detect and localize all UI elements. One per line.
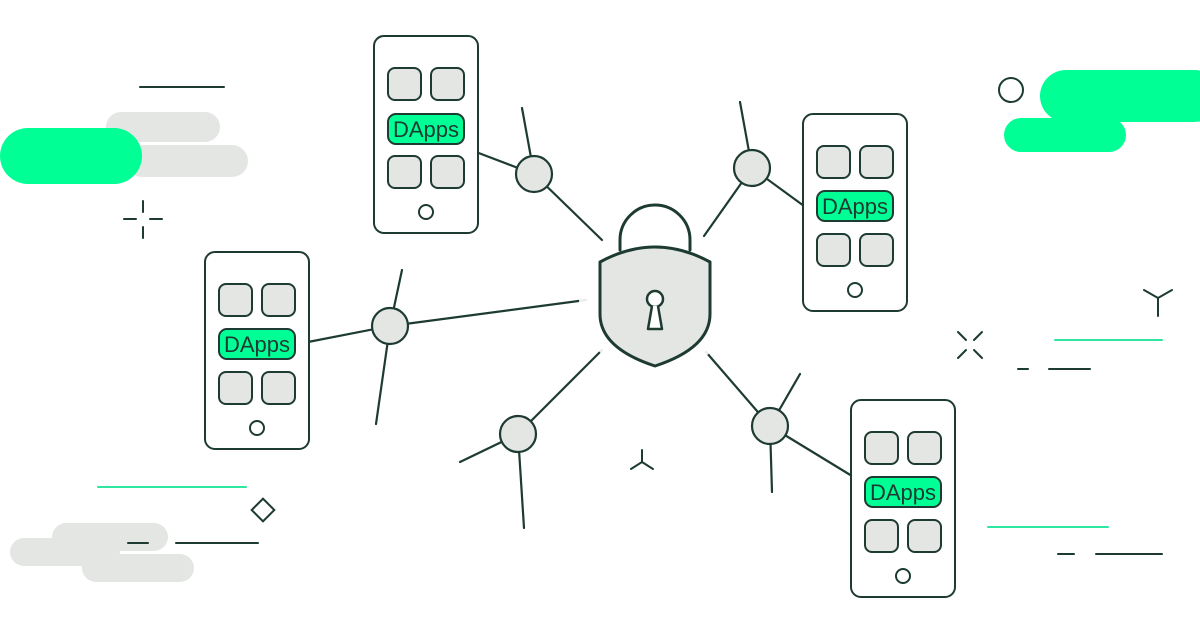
home-button-icon <box>249 420 265 436</box>
cloud-bottom-left <box>10 523 194 582</box>
dapps-badge <box>218 328 296 360</box>
x-mark-icon <box>957 331 983 359</box>
phone-top-left: DApps <box>373 35 479 234</box>
dapps-badge <box>864 476 942 508</box>
phone-bottom-right: DApps <box>850 399 956 598</box>
network-nodes <box>370 148 790 454</box>
app-tile <box>218 371 253 405</box>
app-tile <box>430 155 465 189</box>
app-tile <box>430 67 465 101</box>
network-node-icon <box>514 154 554 194</box>
network-node-icon <box>750 406 790 446</box>
keyhole-icon <box>645 289 665 309</box>
app-tile <box>859 145 894 179</box>
network-node-icon <box>370 306 410 346</box>
app-tile <box>387 155 422 189</box>
app-tile <box>261 371 296 405</box>
cloud-top-right <box>1004 70 1200 152</box>
network-node-icon <box>498 414 538 454</box>
app-tile <box>261 283 296 317</box>
dapps-label: DApps <box>224 332 290 357</box>
home-button-icon <box>847 282 863 298</box>
deco-circle <box>998 77 1024 103</box>
phone-middle-left: DApps <box>204 251 310 450</box>
app-tile <box>387 67 422 101</box>
home-button-icon <box>418 204 434 220</box>
y-mark-icon <box>1143 289 1173 317</box>
app-tile <box>907 431 942 465</box>
diamond-icon <box>250 497 276 523</box>
dapps-label: DApps <box>870 480 936 505</box>
app-tile <box>864 431 899 465</box>
network-node-icon <box>732 148 772 188</box>
dapps-badge <box>816 190 894 222</box>
sparkle-icon <box>123 200 163 239</box>
dapps-label: DApps <box>822 194 888 219</box>
app-tile <box>816 145 851 179</box>
cloud-top-left <box>0 112 248 184</box>
decorations <box>0 70 1200 582</box>
y-mark-icon <box>630 449 654 470</box>
padlock-shield-icon <box>579 203 731 376</box>
home-button-icon <box>895 568 911 584</box>
dapps-label: DApps <box>393 117 459 142</box>
app-tile <box>864 519 899 553</box>
app-tile <box>218 283 253 317</box>
app-tile <box>816 233 851 267</box>
phone-top-right: DApps <box>802 113 908 312</box>
app-tile <box>907 519 942 553</box>
app-tile <box>859 233 894 267</box>
dapps-badge <box>387 113 465 145</box>
